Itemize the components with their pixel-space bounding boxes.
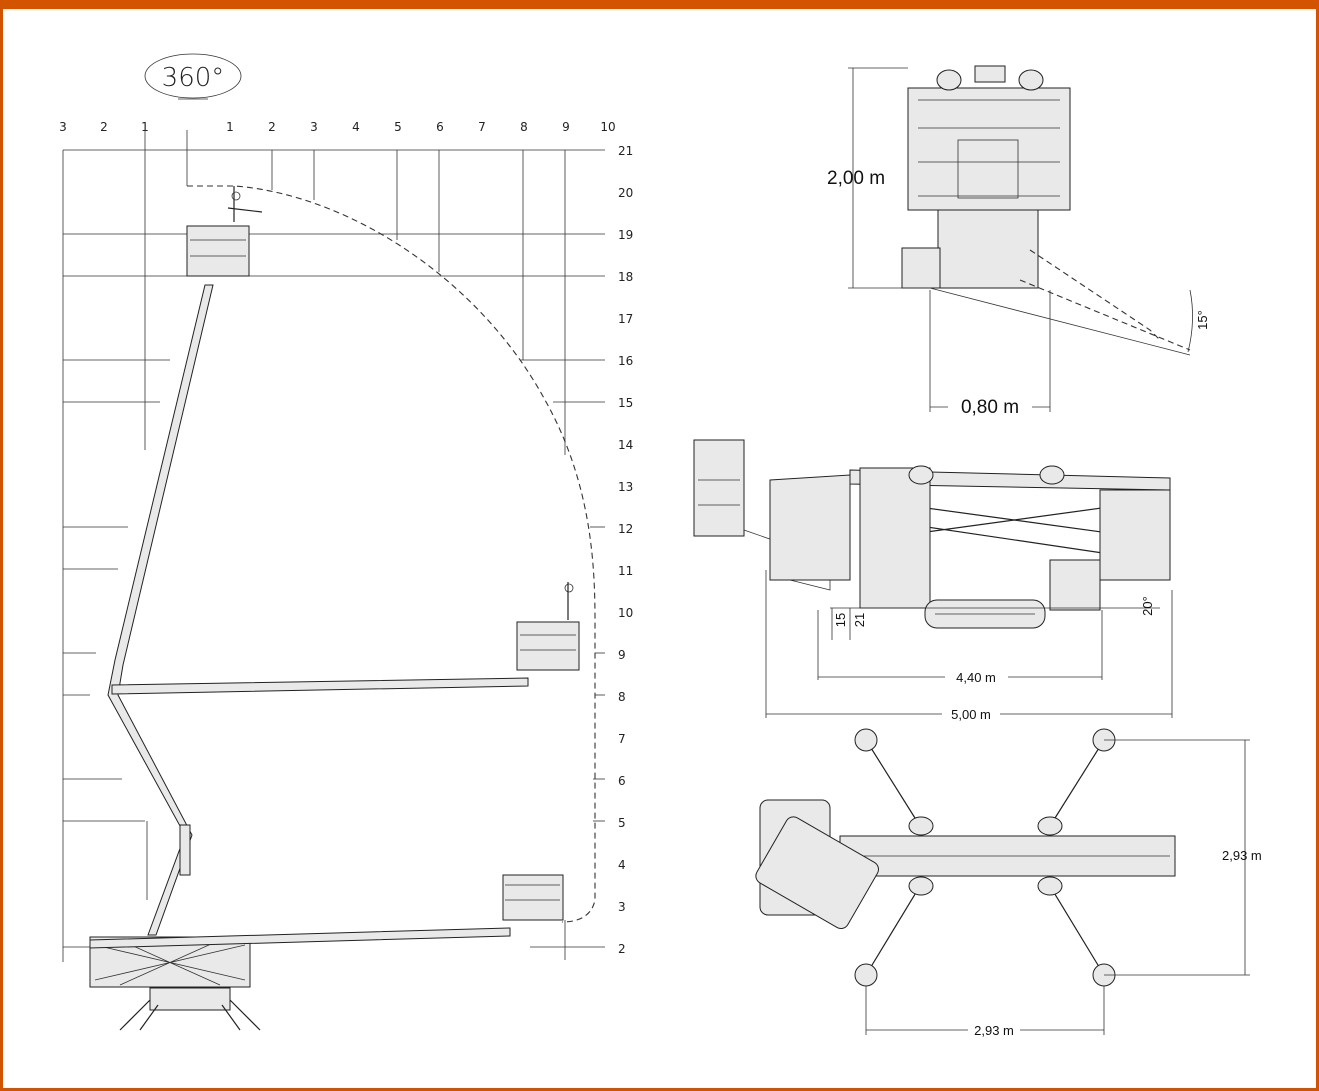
x-tick-right: 10 bbox=[600, 120, 615, 134]
side-angle-label: 20° bbox=[1140, 596, 1155, 616]
front-width-label: 0,80 m bbox=[961, 397, 1019, 418]
top-accent-bar bbox=[0, 0, 1319, 9]
side-view: 15 21 20° 4,40 m 5,00 m bbox=[693, 439, 1173, 722]
boom-mid bbox=[111, 582, 580, 695]
top-width-label: 2,93 m bbox=[1222, 848, 1262, 863]
rotation-oval bbox=[144, 53, 242, 99]
y-tick: 18 bbox=[618, 270, 633, 284]
y-tick: 15 bbox=[618, 396, 633, 410]
x-tick-right: 9 bbox=[562, 120, 570, 134]
y-tick: 7 bbox=[618, 732, 626, 746]
x-tick-right: 8 bbox=[520, 120, 528, 134]
x-axis-ticks: 3 2 1 1 2 3 4 5 6 7 8 9 10 bbox=[59, 120, 615, 134]
y-tick: 9 bbox=[618, 648, 626, 662]
height-reference-lines bbox=[63, 130, 605, 960]
top-view: 2,93 m 2,93 m bbox=[755, 728, 1262, 1038]
y-tick: 6 bbox=[618, 774, 626, 788]
side-track-length-label: 4,40 m bbox=[956, 670, 996, 685]
side-ground-label-2: 21 bbox=[852, 613, 867, 627]
y-tick: 11 bbox=[618, 564, 633, 578]
x-tick-right: 5 bbox=[394, 120, 402, 134]
base-machine bbox=[89, 936, 261, 1031]
top-length-label: 2,93 m bbox=[974, 1023, 1014, 1038]
side-total-length-label: 5,00 m bbox=[951, 707, 991, 722]
x-tick-right: 4 bbox=[352, 120, 360, 134]
y-tick: 12 bbox=[618, 522, 633, 536]
x-tick-left: 1 bbox=[141, 120, 149, 134]
front-angle-label: 15° bbox=[1195, 310, 1210, 330]
x-tick-right: 1 bbox=[226, 120, 234, 134]
x-tick-right: 2 bbox=[268, 120, 276, 134]
boom-vertical bbox=[107, 186, 263, 936]
x-tick-right: 7 bbox=[478, 120, 486, 134]
y-tick: 13 bbox=[618, 480, 633, 494]
reach-envelope bbox=[187, 185, 596, 923]
y-tick: 21 bbox=[618, 144, 633, 158]
side-ground-label-1: 15 bbox=[833, 613, 848, 627]
y-tick: 16 bbox=[618, 354, 633, 368]
x-tick-left: 3 bbox=[59, 120, 67, 134]
y-tick: 14 bbox=[618, 438, 633, 452]
front-height-label: 2,00 m bbox=[827, 168, 885, 189]
y-tick: 17 bbox=[618, 312, 633, 326]
y-tick: 4 bbox=[618, 858, 626, 872]
x-tick-right: 3 bbox=[310, 120, 318, 134]
boom-low bbox=[89, 874, 564, 949]
front-view: 2,00 m 0,80 m 15° bbox=[827, 65, 1210, 418]
y-tick: 20 bbox=[618, 186, 633, 200]
y-tick: 8 bbox=[618, 690, 626, 704]
y-tick: 3 bbox=[618, 900, 626, 914]
x-tick-left: 2 bbox=[100, 120, 108, 134]
y-tick: 5 bbox=[618, 816, 626, 830]
y-tick: 10 bbox=[618, 606, 633, 620]
y-tick: 2 bbox=[618, 942, 626, 956]
rotation-label: 360° bbox=[162, 63, 225, 93]
y-axis-ticks: 21 20 19 18 17 16 15 14 13 12 11 10 9 8 7 6 5 4 3 2 bbox=[618, 144, 633, 956]
x-tick-right: 6 bbox=[436, 120, 444, 134]
y-tick: 19 bbox=[618, 228, 633, 242]
